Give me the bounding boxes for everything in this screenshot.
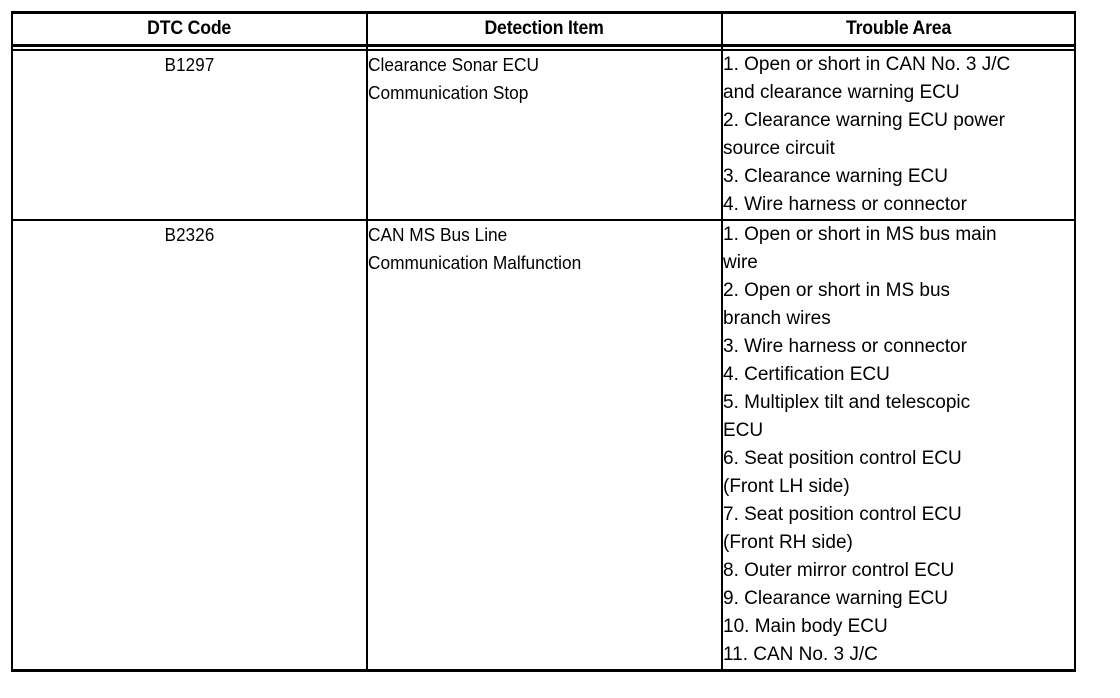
- trouble-area-line: 7. Seat position control ECU: [723, 504, 962, 525]
- table-header-row: DTC Code Detection Item Trouble Area: [11, 11, 1076, 47]
- trouble-area-line: 3. Wire harness or connector: [723, 336, 967, 357]
- header-double-rule: [11, 45, 1076, 51]
- table-header: DTC Code Detection Item Trouble Area: [11, 11, 1076, 47]
- cell-detection-item: Clearance Sonar ECU Communication Stop: [366, 50, 723, 221]
- table-row: B2326 CAN MS Bus Line Communication Malf…: [11, 220, 1076, 672]
- header-rule-segment-3: [721, 45, 1076, 51]
- trouble-area-line: 10. Main body ECU: [723, 616, 888, 637]
- trouble-area-line: 11. CAN No. 3 J/C: [723, 644, 878, 665]
- detection-item-line: Communication Malfunction: [368, 253, 582, 273]
- trouble-area-line: branch wires: [723, 308, 831, 329]
- trouble-area-line: source circuit: [723, 138, 835, 159]
- column-header-detection-item-label: Detection Item: [484, 18, 605, 39]
- detection-item-line: CAN MS Bus Line: [368, 225, 508, 245]
- trouble-area-line: 5. Multiplex tilt and telescopic: [723, 392, 971, 413]
- trouble-area-line: (Front LH side): [723, 476, 850, 497]
- trouble-area-line: wire: [723, 252, 758, 273]
- header-rule-segment-2: [366, 45, 723, 51]
- cell-dtc-code: B1297: [11, 50, 368, 221]
- dtc-code-value: B1297: [164, 55, 215, 75]
- trouble-area-line: 1. Open or short in CAN No. 3 J/C: [723, 54, 1011, 75]
- trouble-area-line: 2. Open or short in MS bus: [723, 280, 951, 301]
- trouble-area-line: 2. Clearance warning ECU power: [723, 110, 1005, 131]
- trouble-area-line: 4. Certification ECU: [723, 364, 890, 385]
- trouble-area-line: ECU: [723, 420, 764, 441]
- dtc-code-value: B2326: [164, 225, 215, 245]
- trouble-area-line: 6. Seat position control ECU: [723, 448, 962, 469]
- cell-trouble-area: 1. Open or short in MS bus main wire 2. …: [721, 220, 1076, 672]
- column-header-dtc-code: DTC Code: [11, 11, 368, 47]
- trouble-area-line: (Front RH side): [723, 532, 853, 553]
- detection-item-line: Communication Stop: [368, 83, 529, 103]
- trouble-area-line: 9. Clearance warning ECU: [723, 588, 948, 609]
- cell-dtc-code: B2326: [11, 220, 368, 672]
- column-header-trouble-area-label: Trouble Area: [845, 18, 952, 39]
- column-header-detection-item: Detection Item: [366, 11, 723, 47]
- trouble-area-line: and clearance warning ECU: [723, 82, 960, 103]
- cell-trouble-area: 1. Open or short in CAN No. 3 J/C and cl…: [721, 50, 1076, 221]
- dtc-trouble-area-table: DTC Code Detection Item Trouble Area B12…: [11, 11, 1076, 672]
- column-header-trouble-area: Trouble Area: [721, 11, 1076, 47]
- trouble-area-line: 8. Outer mirror control ECU: [723, 560, 955, 581]
- trouble-area-line: 3. Clearance warning ECU: [723, 166, 948, 187]
- column-header-dtc-code-label: DTC Code: [147, 18, 232, 39]
- trouble-area-line: 4. Wire harness or connector: [723, 194, 967, 215]
- trouble-area-line: 1. Open or short in MS bus main: [723, 224, 997, 245]
- table-row: B1297 Clearance Sonar ECU Communication …: [11, 50, 1076, 221]
- detection-item-line: Clearance Sonar ECU: [368, 55, 539, 75]
- cell-detection-item: CAN MS Bus Line Communication Malfunctio…: [366, 220, 723, 672]
- table-body: B1297 Clearance Sonar ECU Communication …: [11, 45, 1076, 672]
- header-rule-segment-1: [11, 45, 368, 51]
